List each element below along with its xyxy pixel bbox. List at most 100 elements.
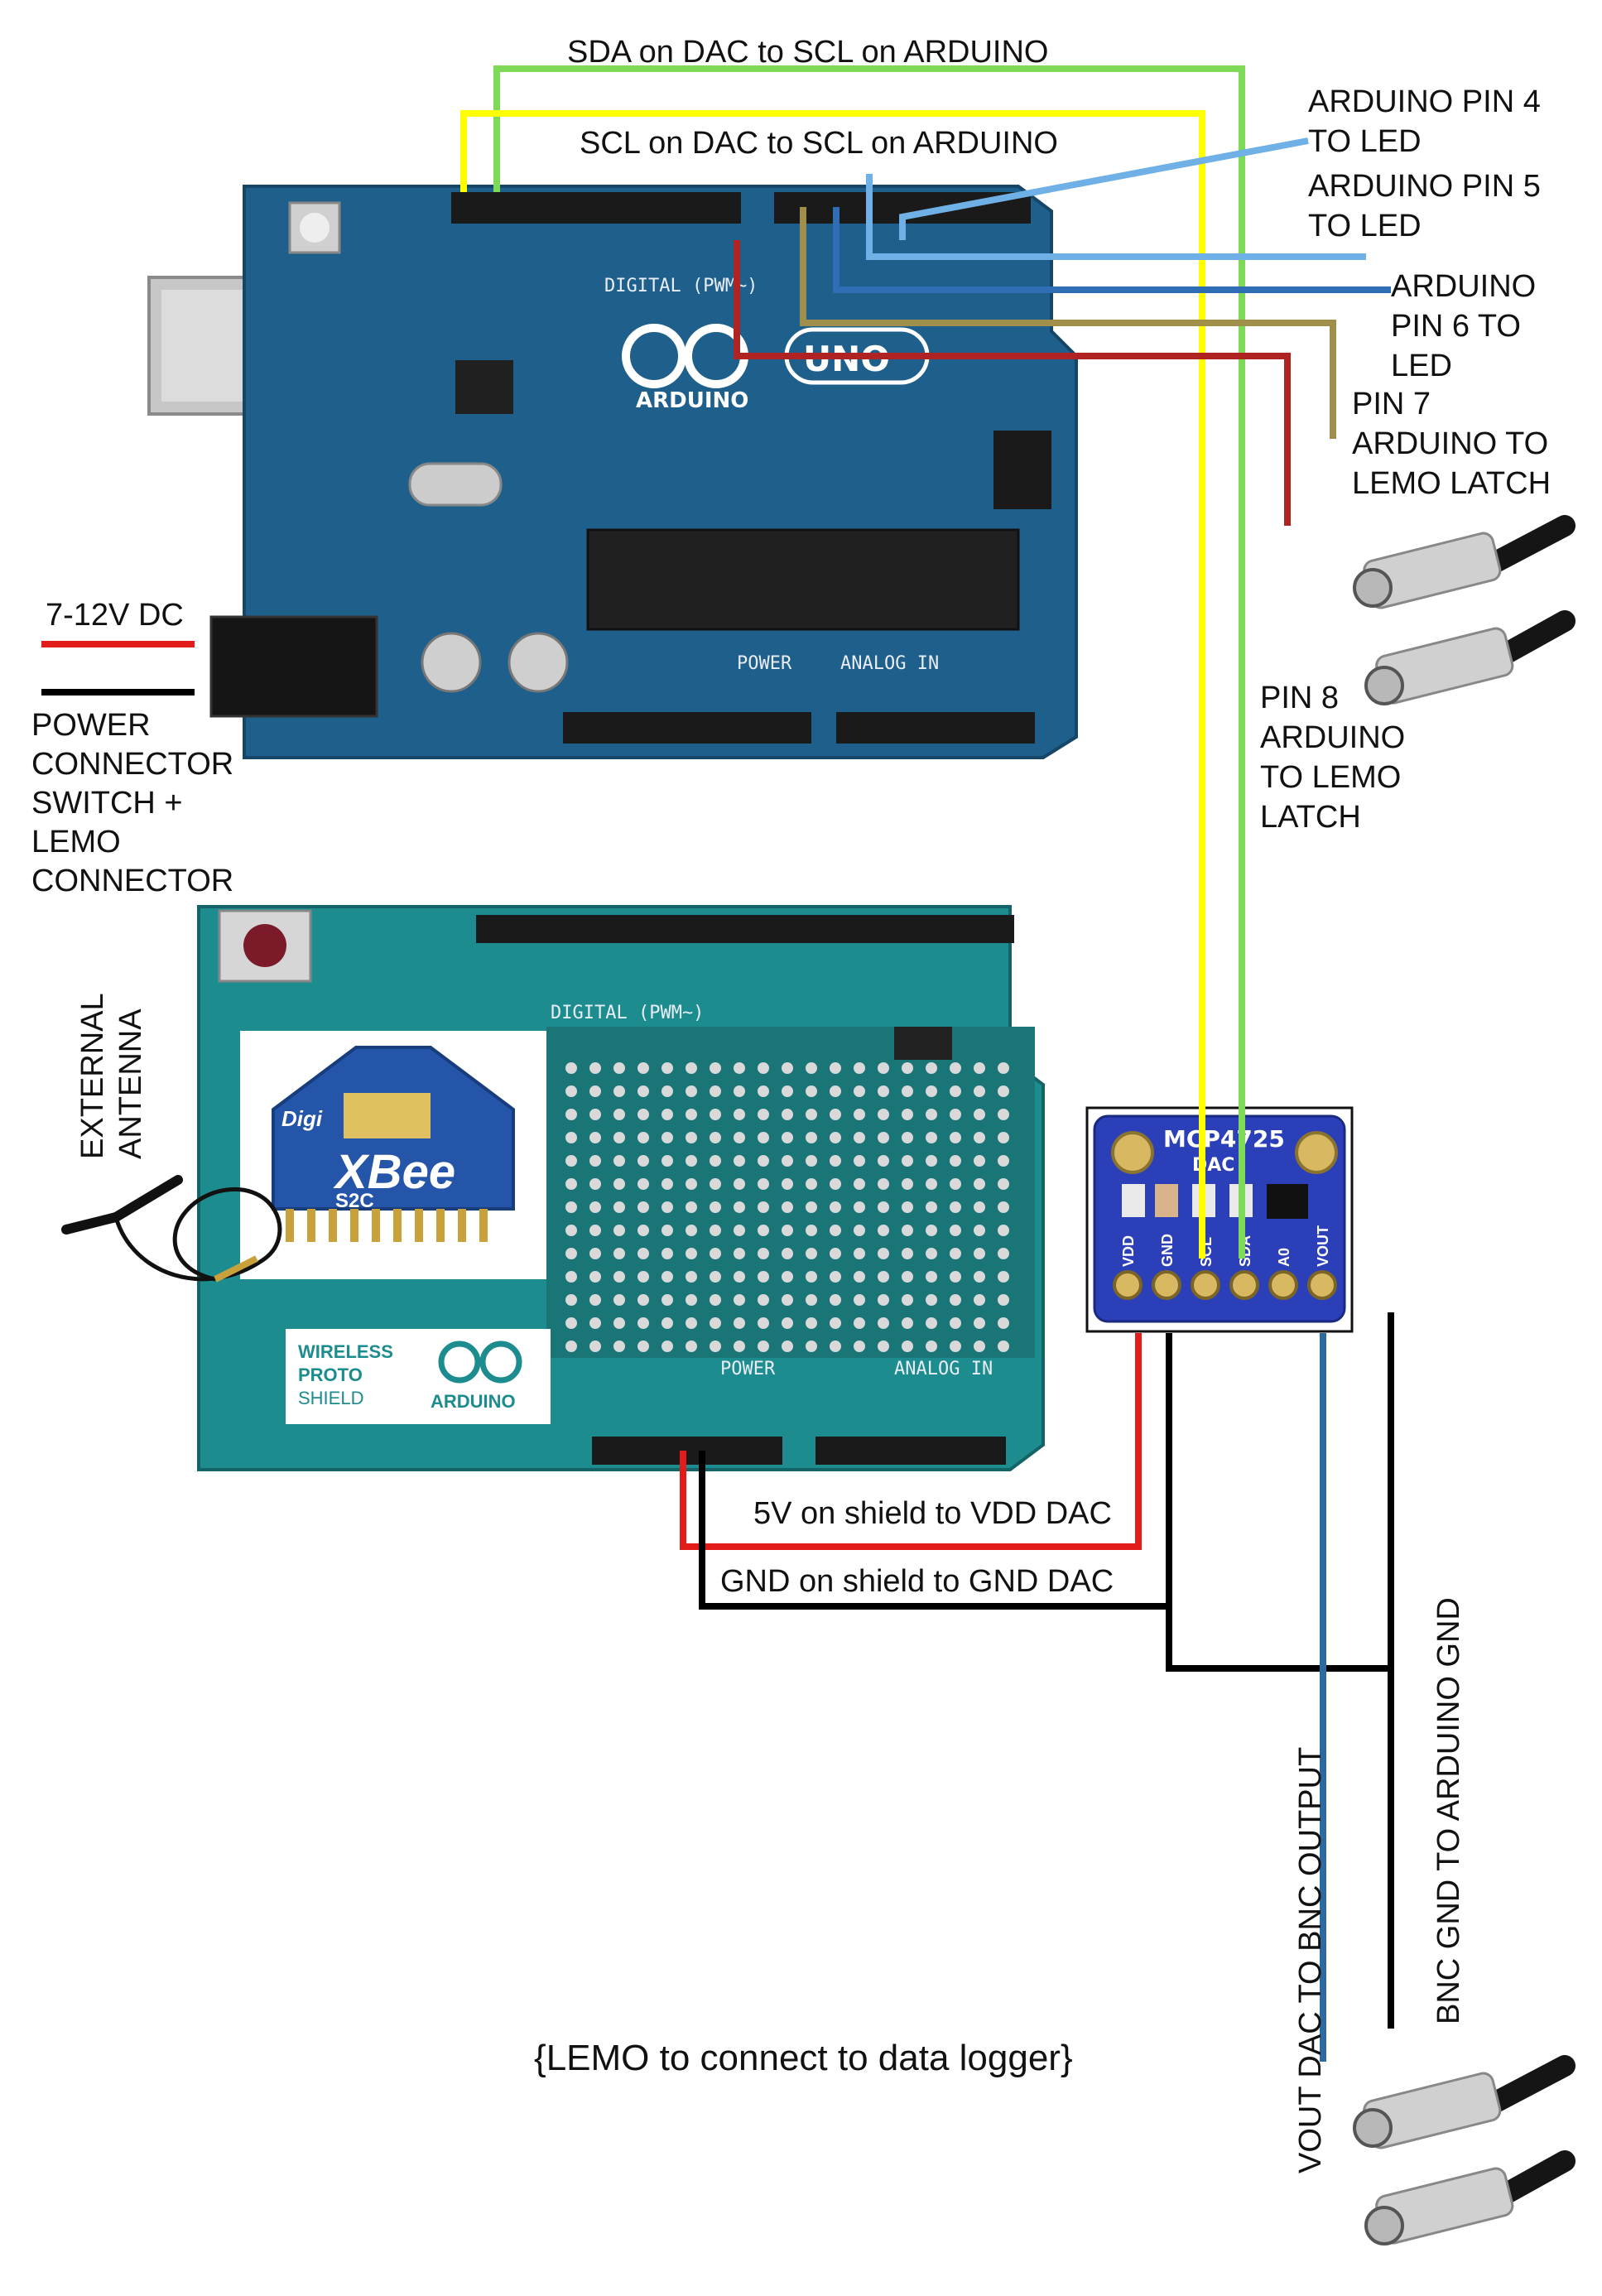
proto-hole xyxy=(830,1225,841,1236)
lemo-connector-top xyxy=(1353,515,1576,705)
proto-hole xyxy=(710,1155,721,1167)
proto-hole xyxy=(758,1248,769,1259)
proto-hole xyxy=(782,1248,793,1259)
shield-serial-switch xyxy=(894,1027,952,1060)
proto-hole xyxy=(710,1341,721,1352)
proto-hole xyxy=(758,1294,769,1306)
proto-hole xyxy=(830,1085,841,1097)
proto-hole xyxy=(758,1062,769,1074)
proto-hole xyxy=(661,1201,673,1213)
shield-name-line-3: SHIELD xyxy=(298,1388,363,1408)
proto-hole xyxy=(686,1201,697,1213)
proto-hole xyxy=(974,1201,985,1213)
proto-hole xyxy=(974,1225,985,1236)
proto-hole xyxy=(998,1109,1009,1120)
proto-hole xyxy=(782,1178,793,1190)
proto-hole xyxy=(661,1178,673,1190)
proto-hole xyxy=(589,1341,601,1352)
antenna-label-line1: EXTERNAL xyxy=(75,993,110,1159)
proto-hole xyxy=(734,1085,745,1097)
proto-hole xyxy=(637,1201,649,1213)
proto-hole xyxy=(974,1155,985,1167)
power-label-line1: POWER xyxy=(31,708,151,743)
proto-hole xyxy=(974,1062,985,1074)
proto-hole xyxy=(613,1062,625,1074)
uno-capacitor-2 xyxy=(508,632,569,693)
proto-hole xyxy=(974,1178,985,1190)
proto-hole xyxy=(734,1341,745,1352)
proto-hole xyxy=(830,1271,841,1283)
proto-hole xyxy=(854,1341,865,1352)
proto-hole xyxy=(710,1132,721,1143)
proto-hole xyxy=(613,1248,625,1259)
proto-hole xyxy=(902,1317,913,1329)
proto-hole xyxy=(589,1062,601,1074)
dac-pin-label: VOUT xyxy=(1315,1225,1331,1267)
pin8-label-line2: ARDUINO xyxy=(1260,720,1405,755)
wireless-proto-shield: WIRELESS PROTO SHIELD ARDUINO DIGITAL (P… xyxy=(197,905,1045,1471)
proto-hole xyxy=(902,1062,913,1074)
dac-mount-hole-left xyxy=(1111,1131,1154,1174)
proto-hole xyxy=(637,1271,649,1283)
power-label-line2: CONNECTOR xyxy=(31,747,233,782)
bnc-gnd-label: BNC GND TO ARDUINO GND xyxy=(1431,1597,1466,2024)
proto-hole xyxy=(637,1155,649,1167)
proto-hole xyxy=(998,1178,1009,1190)
proto-hole xyxy=(854,1155,865,1167)
proto-hole xyxy=(878,1271,889,1283)
proto-hole xyxy=(950,1062,961,1074)
proto-hole xyxy=(589,1271,601,1283)
proto-hole xyxy=(710,1201,721,1213)
proto-hole xyxy=(926,1317,937,1329)
proto-hole xyxy=(661,1294,673,1306)
proto-hole xyxy=(854,1248,865,1259)
proto-hole xyxy=(782,1341,793,1352)
proto-hole xyxy=(830,1341,841,1352)
proto-hole xyxy=(758,1155,769,1167)
pin7-label-line3: LEMO LATCH xyxy=(1352,466,1551,501)
proto-hole xyxy=(734,1294,745,1306)
proto-hole xyxy=(902,1225,913,1236)
proto-hole xyxy=(950,1178,961,1190)
external-antenna xyxy=(61,1175,282,1283)
xbee-antenna-pad xyxy=(344,1093,431,1138)
proto-hole xyxy=(565,1317,577,1329)
xbee-pin xyxy=(329,1209,337,1242)
lemo-connector-bottom xyxy=(1353,2055,1576,2245)
pin7-label-line2: ARDUINO TO xyxy=(1352,426,1548,461)
proto-hole xyxy=(878,1062,889,1074)
proto-hole xyxy=(950,1317,961,1329)
proto-hole xyxy=(661,1317,673,1329)
proto-hole xyxy=(637,1178,649,1190)
proto-hole xyxy=(686,1178,697,1190)
proto-hole xyxy=(878,1132,889,1143)
pin7-label-line1: PIN 7 xyxy=(1352,387,1431,421)
proto-hole xyxy=(613,1178,625,1190)
proto-hole xyxy=(686,1085,697,1097)
proto-hole xyxy=(902,1178,913,1190)
xbee-model-label: XBee xyxy=(333,1145,455,1199)
proto-hole xyxy=(565,1085,577,1097)
proto-hole xyxy=(637,1317,649,1329)
proto-hole xyxy=(637,1225,649,1236)
proto-hole xyxy=(637,1109,649,1120)
proto-hole xyxy=(686,1155,697,1167)
xbee-pin xyxy=(458,1209,466,1242)
proto-hole xyxy=(950,1201,961,1213)
dac-pin-pad xyxy=(1229,1270,1259,1300)
proto-hole xyxy=(854,1085,865,1097)
proto-hole xyxy=(782,1132,793,1143)
uno-analog-label: ANALOG IN xyxy=(840,653,939,674)
pin6-label-line3: LED xyxy=(1391,349,1452,383)
proto-hole xyxy=(589,1248,601,1259)
proto-hole xyxy=(589,1225,601,1236)
proto-hole xyxy=(613,1085,625,1097)
proto-hole xyxy=(613,1271,625,1283)
sda-wire-label: SDA on DAC to SCL on ARDUINO xyxy=(567,35,1049,70)
uno-brand-label: ARDUINO xyxy=(636,388,748,413)
proto-hole xyxy=(565,1109,577,1120)
proto-hole xyxy=(806,1294,817,1306)
proto-hole xyxy=(661,1085,673,1097)
dac-sub-label: DAC xyxy=(1192,1155,1234,1176)
